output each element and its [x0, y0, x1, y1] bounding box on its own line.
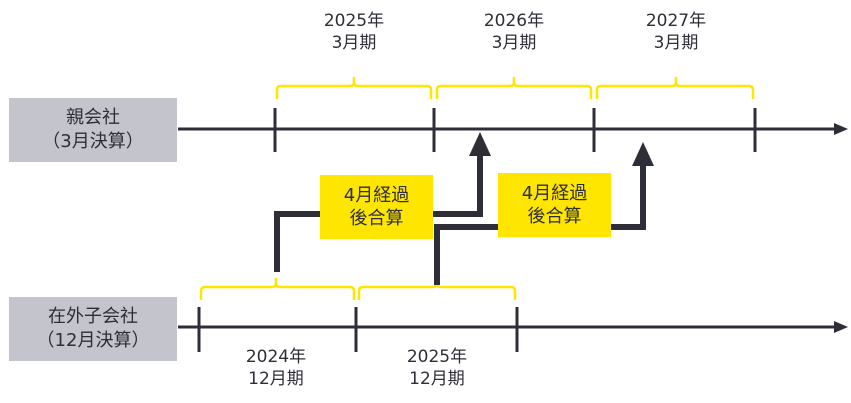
parent-company-fiscal-note: （3月決算） [42, 131, 144, 152]
parent-period-bracket-1 [275, 76, 433, 99]
consolidation-note-line2: 後合算 [349, 208, 404, 229]
parent-company-name: 親会社 [66, 107, 120, 128]
parent-timeline-arrowhead [834, 123, 848, 135]
parent-period-year: 2027年 [645, 11, 707, 31]
consolidation-note-line1: 4月経過 [343, 185, 410, 206]
consolidation-arrowhead-2 [632, 142, 654, 166]
parent-period-bracket-3 [595, 76, 755, 99]
consolidation-note-line2: 後合算 [527, 206, 582, 227]
parent-period-label-3: 2027年 3月期 [626, 10, 726, 54]
parent-period-term: 3月期 [331, 33, 377, 53]
subsidiary-period-year: 2024年 [245, 347, 307, 367]
subsidiary-period-bracket-1 [199, 277, 356, 300]
parent-period-year: 2026年 [483, 11, 545, 31]
subsidiary-period-label-1: 2024年 12月期 [226, 346, 326, 390]
subsidiary-name: 在外子会社 [48, 306, 138, 327]
parent-company-label: 親会社 （3月決算） [9, 98, 177, 162]
parent-period-bracket-2 [435, 76, 593, 99]
consolidation-note-1: 4月経過 後合算 [320, 175, 433, 239]
subsidiary-timeline-arrowhead [834, 321, 848, 333]
parent-period-label-1: 2025年 3月期 [304, 10, 404, 54]
parent-period-term: 3月期 [653, 33, 699, 53]
subsidiary-period-year: 2025年 [406, 347, 468, 367]
subsidiary-period-label-2: 2025年 12月期 [387, 346, 487, 390]
consolidation-note-line1: 4月経過 [521, 183, 588, 204]
subsidiary-period-term: 12月期 [248, 369, 304, 389]
consolidation-arrowhead-1 [469, 132, 491, 156]
consolidation-note-2: 4月経過 後合算 [498, 173, 611, 237]
subsidiary-period-term: 12月期 [409, 369, 465, 389]
parent-period-label-2: 2026年 3月期 [464, 10, 564, 54]
parent-period-term: 3月期 [491, 33, 537, 53]
parent-period-year: 2025年 [323, 11, 385, 31]
subsidiary-label: 在外子会社 （12月決算） [9, 297, 177, 361]
subsidiary-fiscal-note: （12月決算） [36, 330, 150, 351]
